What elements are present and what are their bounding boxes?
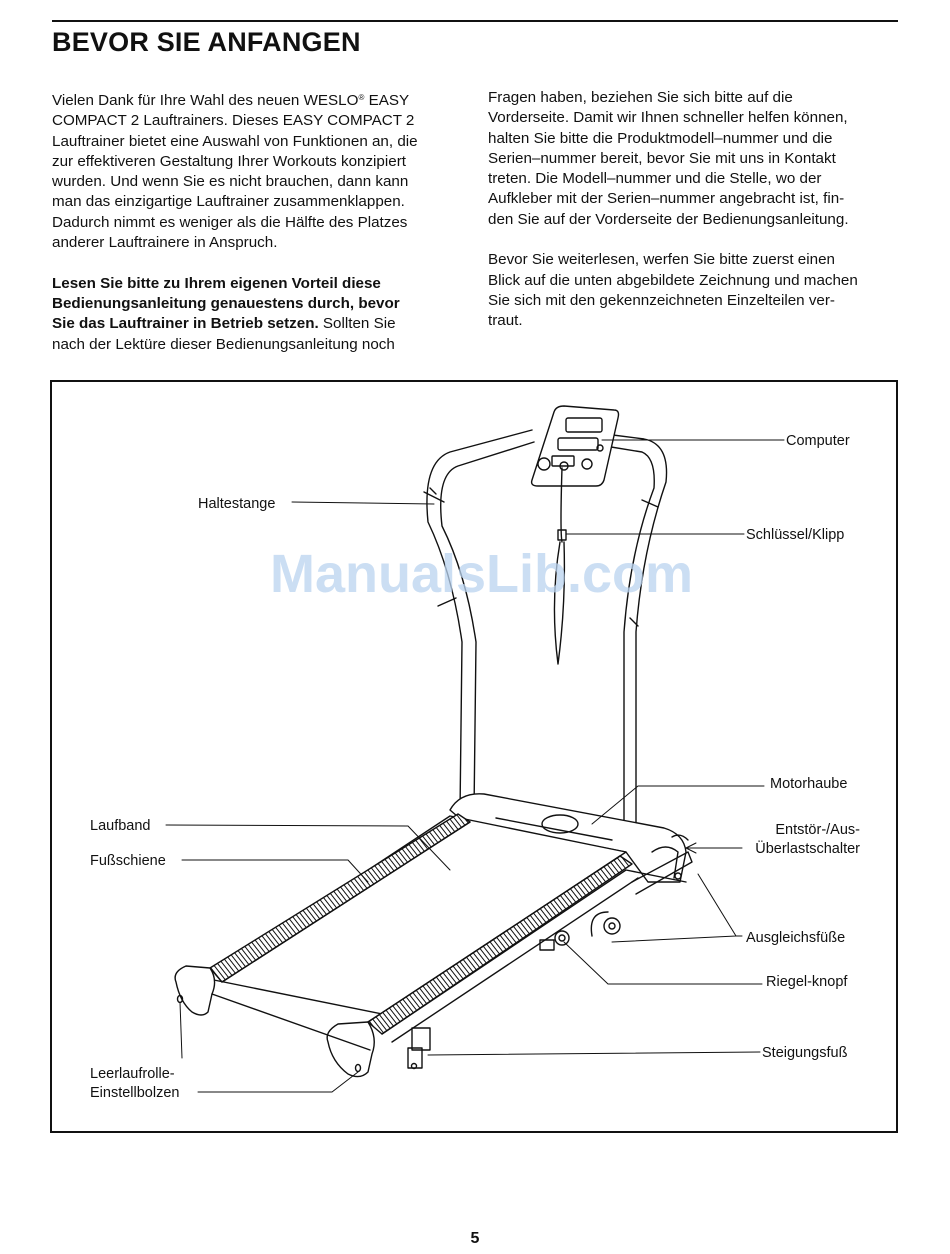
- leader-laufband: [165, 824, 451, 871]
- label-entstoer-line1: Entstör-/Aus-: [775, 822, 860, 838]
- leader-lines: [165, 439, 785, 1093]
- handrail: [423, 429, 668, 835]
- registered-mark: ®: [358, 93, 365, 102]
- left-column: Vielen Dank für Ihre Wahl des neuen WESL…: [52, 88, 462, 375]
- intro-paragraph: Vielen Dank für Ihre Wahl des neuen WESL…: [52, 92, 418, 252]
- leader-steigungsfuss: [427, 1051, 761, 1056]
- deck: [203, 813, 633, 1035]
- label-riegelknopf: Riegel-knopf: [766, 974, 848, 990]
- treadmill-drawing: ManualsLib.com Computer Haltestange Schl…: [90, 405, 860, 1101]
- frame: [381, 834, 693, 1070]
- leader-haltestange: [291, 501, 435, 505]
- label-fussschiene: Fußschiene: [90, 853, 166, 869]
- label-leerlaufrolle-line2: Einstellbolzen: [90, 1085, 179, 1101]
- right-column: Fragen haben, beziehen Sie sich bitte au…: [488, 88, 904, 352]
- label-ausgleichsfuesse: Ausgleichsfüße: [746, 930, 845, 946]
- leader-riegelknopf: [563, 941, 763, 985]
- console: [530, 405, 620, 487]
- label-laufband: Laufband: [90, 818, 150, 834]
- label-schluessel-klipp: Schlüssel/Klipp: [746, 527, 844, 543]
- leader-leerlaufrolle-rear: [179, 1001, 183, 1059]
- warning-paragraph: Lesen Sie bitte zu Ihrem eigenen Vorteil…: [52, 274, 400, 353]
- rear-end-caps: [174, 965, 375, 1078]
- leader-motorhaube: [591, 785, 765, 825]
- treadmill-figure: ManualsLib.com Computer Haltestange Schl…: [50, 380, 898, 1133]
- part-labels: Computer Haltestange Schlüssel/Klipp Mot…: [90, 433, 860, 1101]
- label-steigungsfuss: Steigungsfuß: [762, 1045, 848, 1061]
- contact-paragraph: Fragen haben, beziehen Sie sich bitte au…: [488, 89, 849, 228]
- watermark: ManualsLib.com: [270, 544, 693, 604]
- label-computer: Computer: [786, 433, 850, 449]
- before-reading-paragraph: Bevor Sie weiterlesen, werfen Sie bitte …: [488, 251, 858, 330]
- leader-ausgleichsfuesse: [611, 873, 743, 943]
- label-leerlaufrolle-line1: Leerlaufrolle-: [90, 1066, 175, 1082]
- label-motorhaube: Motorhaube: [770, 776, 847, 792]
- label-haltestange: Haltestange: [198, 496, 275, 512]
- leader-entstoer-arrowhead: [685, 842, 697, 854]
- motor-hood: [449, 793, 687, 883]
- page-heading: BEVOR SIE ANFANGEN: [52, 27, 361, 57]
- leader-fussschiene: [181, 859, 369, 883]
- page-number: 5: [470, 1230, 480, 1247]
- label-entstoer-line2: Überlastschalter: [755, 839, 860, 857]
- safety-key-cord: [553, 467, 567, 665]
- top-rule: [52, 20, 898, 22]
- leader-leerlaufrolle: [197, 1071, 359, 1093]
